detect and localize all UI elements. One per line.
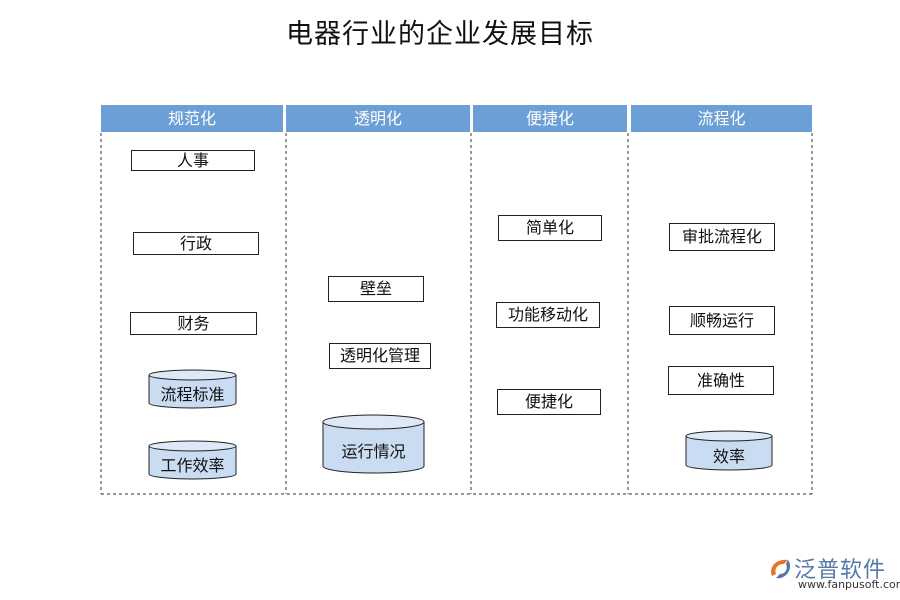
column-header-3: 便捷化 [473,105,627,132]
cylinder-label: 运行情况 [341,442,406,461]
box-simplification: 简单化 [498,215,602,241]
box-transparent-management: 透明化管理 [329,343,431,369]
cylinder-operating-status: 运行情况 [322,414,425,474]
brand-logo: 泛普软件 www.fanpusoft.com [766,552,900,594]
logo-icon [771,559,791,579]
box-smooth-operation: 顺畅运行 [669,306,775,335]
cylinder-label: 效率 [712,447,745,466]
cylinder-efficiency: 效率 [685,430,773,471]
cylinder-label: 工作效率 [160,456,225,475]
box-finance: 财务 [130,312,257,335]
column-header-1: 规范化 [101,105,283,132]
cylinder-work-efficiency: 工作效率 [148,440,237,480]
cylinder-label: 流程标准 [160,385,225,404]
cylinder-process-standard: 流程标准 [148,369,237,409]
box-barrier: 壁垒 [328,276,424,302]
box-mobile-functions: 功能移动化 [496,302,600,328]
logo-brand-text: 泛普软件 [794,558,887,583]
box-convenience: 便捷化 [497,389,601,415]
logo-url-text: www.fanpusoft.com [798,578,900,591]
box-accuracy: 准确性 [668,366,774,395]
column-header-4: 流程化 [631,105,812,132]
box-personnel: 人事 [131,150,255,171]
column-header-2: 透明化 [286,105,470,132]
box-approval-process: 审批流程化 [669,223,775,251]
box-administration: 行政 [133,232,259,255]
diagram-title: 电器行业的企业发展目标 [286,19,594,50]
